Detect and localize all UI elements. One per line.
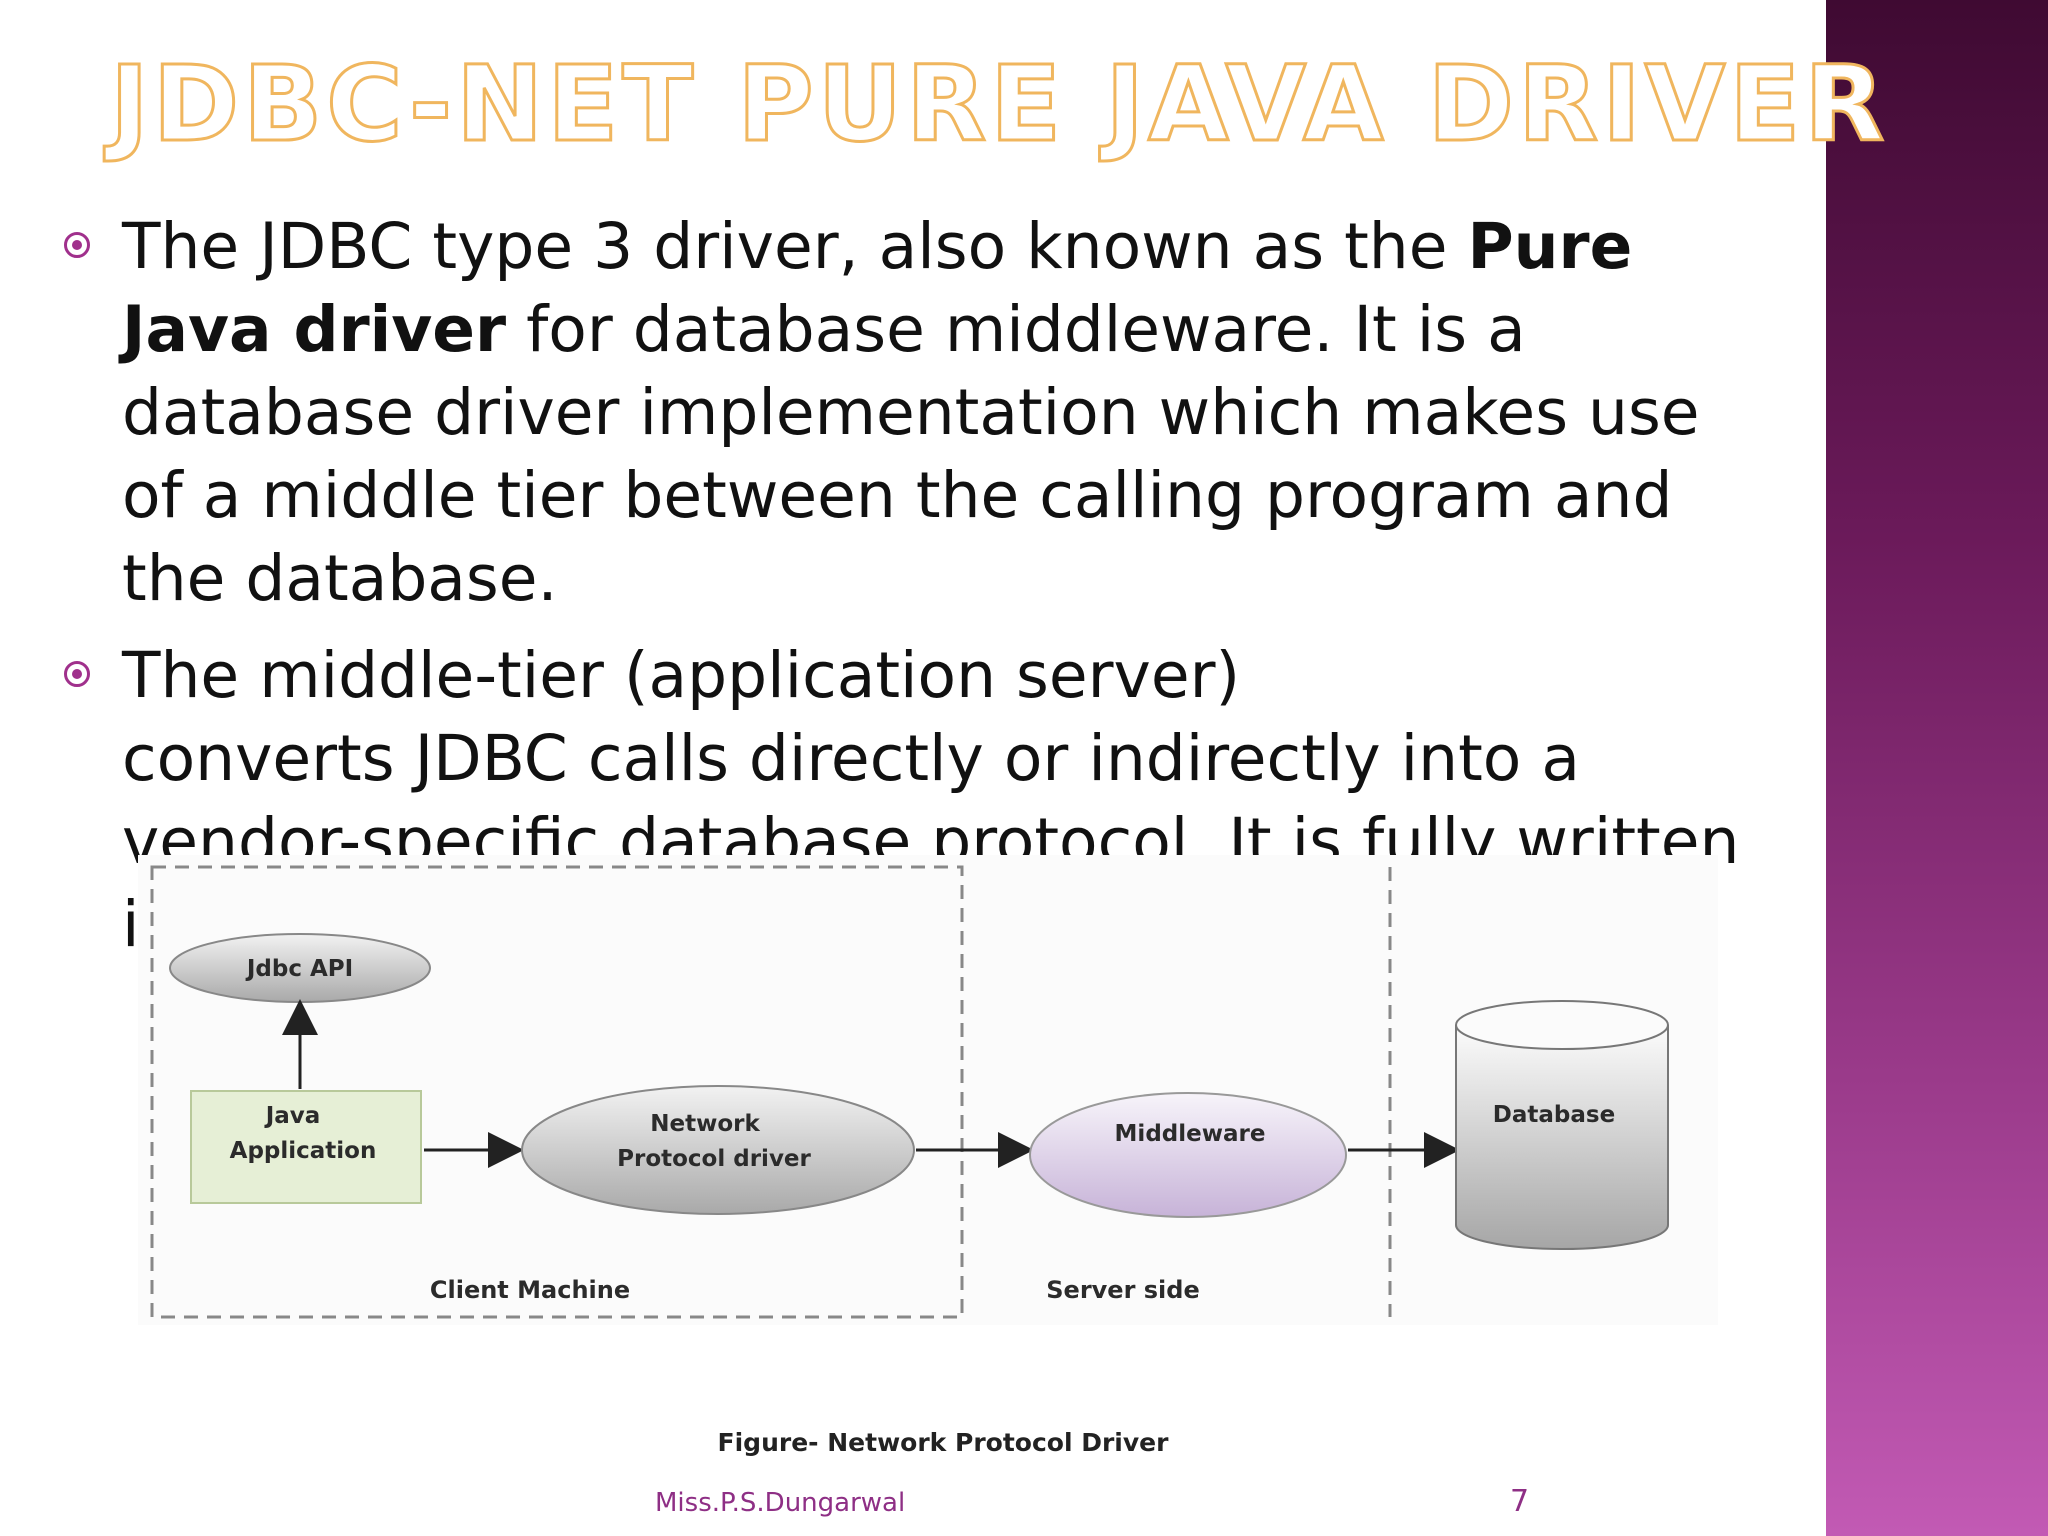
bullet-text-before: The JDBC type 3 driver, also known as th… bbox=[122, 210, 1468, 283]
database-cylinder bbox=[1455, 1025, 1669, 1250]
figure-caption: Figure- Network Protocol Driver bbox=[717, 1428, 1169, 1457]
java-application-label-line2: Application bbox=[230, 1138, 377, 1164]
client-machine-label: Client Machine bbox=[430, 1276, 630, 1304]
java-application-box bbox=[190, 1090, 422, 1204]
bullet-text-line1: The middle-tier (application server) bbox=[122, 639, 1241, 712]
database-cylinder-top bbox=[1455, 1000, 1669, 1050]
jdbc-api-label: Jdbc API bbox=[245, 956, 353, 982]
network-protocol-diagram: Jdbc API Java Application Network Protoc… bbox=[138, 855, 1718, 1325]
middleware-oval bbox=[1029, 1092, 1347, 1218]
page-number: 7 bbox=[1510, 1484, 1530, 1519]
network-label-line1: Network bbox=[650, 1111, 760, 1137]
side-decoration-band bbox=[1826, 0, 2048, 1536]
bullet-icon bbox=[64, 661, 90, 687]
footer-author: Miss.P.S.Dungarwal bbox=[655, 1488, 906, 1518]
server-side-label: Server side bbox=[1046, 1276, 1199, 1304]
client-machine-boundary bbox=[150, 865, 964, 1319]
database-label: Database bbox=[1493, 1102, 1615, 1128]
network-label-line2: Protocol driver bbox=[617, 1146, 811, 1172]
middleware-label: Middleware bbox=[1115, 1121, 1266, 1147]
diagram-svg: Jdbc API Java Application Network Protoc… bbox=[150, 865, 1669, 1319]
bullet-text-bold: Pure Java driver bbox=[122, 210, 1633, 366]
bullet-list: The JDBC type 3 driver, also known as th… bbox=[64, 205, 1764, 980]
slide-title: JDBC-NET PURE JAVA DRIVER bbox=[108, 43, 1889, 165]
java-application-label-line1: Java bbox=[264, 1103, 321, 1129]
network-protocol-driver-oval bbox=[521, 1085, 915, 1215]
bullet-icon bbox=[64, 232, 90, 258]
bullet-text-after: for database middleware. It is a databas… bbox=[122, 293, 1700, 615]
bullet-item: The JDBC type 3 driver, also known as th… bbox=[64, 205, 1764, 620]
